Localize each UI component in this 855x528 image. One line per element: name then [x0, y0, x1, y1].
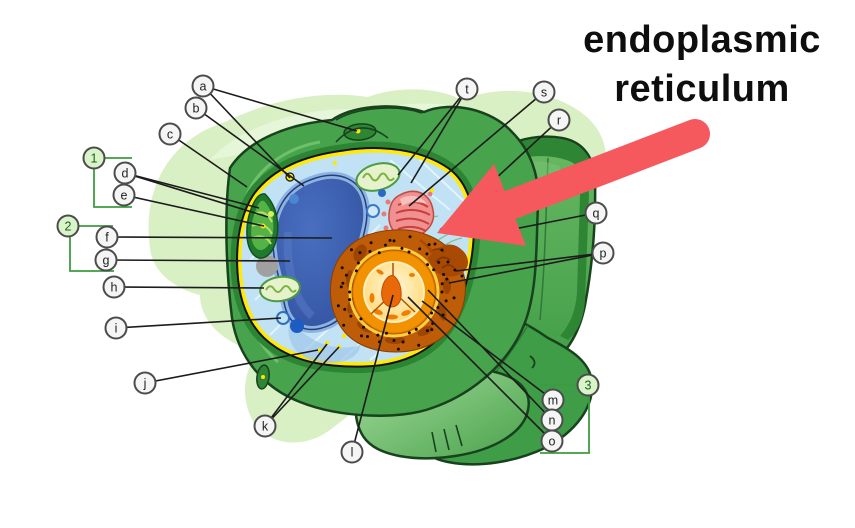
- leader-line-p: [448, 252, 604, 284]
- leader-line-d: [124, 172, 269, 218]
- label-o-badge-text: o: [549, 434, 556, 448]
- pointer-arrow-icon: [437, 119, 710, 246]
- question-term: endoplasmic reticulum: [552, 16, 852, 114]
- leader-line-g: [105, 259, 291, 262]
- label-c-badge-text: c: [167, 127, 173, 141]
- group-1-badge-text: 1: [91, 151, 98, 165]
- label-l-badge[interactable]: l: [340, 440, 364, 464]
- group-3-badge[interactable]: 3: [576, 373, 600, 397]
- leader-line-j: [144, 349, 319, 384]
- leader-line-t: [397, 88, 468, 176]
- chromatin-speckles: [369, 269, 415, 320]
- label-q-badge[interactable]: q: [584, 201, 608, 225]
- label-h-badge[interactable]: h: [102, 275, 126, 299]
- label-b-badge-text: b: [193, 101, 200, 115]
- term-line2: reticulum: [614, 68, 790, 110]
- bracket-3: [540, 394, 590, 454]
- label-t-badge-text: t: [465, 82, 469, 96]
- label-a-badge-text: a: [200, 79, 207, 93]
- leader-line-p: [455, 252, 604, 272]
- label-i-badge-text: i: [115, 321, 118, 335]
- vesicle: [366, 204, 380, 218]
- label-p-badge-text: p: [600, 246, 607, 260]
- label-c-badge[interactable]: c: [158, 122, 182, 146]
- group-1-badge[interactable]: 1: [82, 146, 106, 170]
- label-m-badge[interactable]: m: [541, 388, 565, 412]
- leader-line-a: [202, 85, 358, 132]
- leader-line-l: [351, 294, 394, 453]
- blue-granule: [289, 194, 299, 204]
- label-g-badge-text: g: [103, 253, 110, 267]
- plasmodesma-top-pit: [335, 123, 389, 143]
- label-badges: ab c de fgh i j k l mno p q rs t 1 2 3: [56, 74, 615, 464]
- label-r-badge-text: r: [557, 113, 561, 127]
- label-n-badge-text: n: [549, 413, 556, 427]
- leader-line-f: [106, 236, 333, 239]
- leader-line-t: [410, 88, 468, 184]
- group-brackets: [69, 157, 590, 454]
- blue-granule: [378, 189, 386, 197]
- leader-line-k: [264, 346, 340, 427]
- label-d-badge[interactable]: d: [113, 161, 137, 185]
- label-i-badge[interactable]: i: [104, 316, 128, 340]
- group-3-badge-text: 3: [585, 378, 592, 392]
- leader-line-d: [124, 172, 260, 209]
- label-p-badge[interactable]: p: [591, 241, 615, 265]
- label-j-badge[interactable]: j: [133, 371, 157, 395]
- label-b-badge[interactable]: b: [184, 96, 208, 120]
- arrow-shaft: [495, 119, 710, 220]
- mitochondrion-left: [259, 275, 301, 303]
- ribosome-dots: [336, 235, 456, 351]
- label-k-badge-text: k: [262, 419, 269, 433]
- label-l-badge-text: l: [351, 445, 354, 459]
- leader-line-m: [421, 300, 554, 401]
- bracket-1: [93, 168, 132, 208]
- label-e-badge[interactable]: e: [112, 183, 136, 207]
- label-e-badge-text: e: [121, 188, 128, 202]
- bracket-2: [69, 235, 114, 272]
- arrow-head: [437, 164, 526, 246]
- leader-line-k: [264, 343, 328, 427]
- label-j-badge-text: j: [143, 376, 147, 390]
- group-2-badge-text: 2: [65, 219, 72, 233]
- label-f-badge[interactable]: f: [95, 225, 119, 249]
- label-a-badge[interactable]: a: [191, 74, 215, 98]
- leader-line-b: [195, 107, 305, 187]
- group-2-badge[interactable]: 2: [56, 214, 80, 238]
- leader-line-h: [113, 286, 265, 289]
- label-f-badge-text: f: [105, 230, 109, 244]
- label-h-badge-text: h: [111, 280, 118, 294]
- ribosome-dots-arm: [433, 242, 464, 278]
- leader-line-e: [123, 194, 265, 227]
- leader-line-n: [427, 289, 553, 421]
- label-s-badge[interactable]: s: [532, 80, 556, 104]
- leader-line-s: [408, 91, 545, 207]
- label-d-badge-text: d: [122, 166, 129, 180]
- term-line1: endoplasmic: [583, 19, 821, 61]
- blue-granule: [290, 319, 304, 333]
- label-g-badge[interactable]: g: [94, 248, 118, 272]
- label-t-badge[interactable]: t: [455, 77, 479, 101]
- label-m-badge-text: m: [548, 393, 558, 407]
- label-q-badge-text: q: [593, 206, 600, 220]
- leader-line-i: [115, 317, 282, 329]
- leader-line-a: [202, 85, 291, 179]
- label-o-badge[interactable]: o: [540, 429, 564, 453]
- plasmodesma-bottom-pit: [256, 364, 270, 390]
- label-r-badge[interactable]: r: [547, 108, 571, 132]
- leader-line-c: [169, 133, 248, 188]
- label-n-badge[interactable]: n: [540, 408, 564, 432]
- leader-line-o: [407, 296, 553, 442]
- nucleolus: [381, 275, 402, 308]
- label-k-badge[interactable]: k: [253, 414, 277, 438]
- label-s-badge-text: s: [541, 85, 547, 99]
- leader-lines: [105, 85, 604, 453]
